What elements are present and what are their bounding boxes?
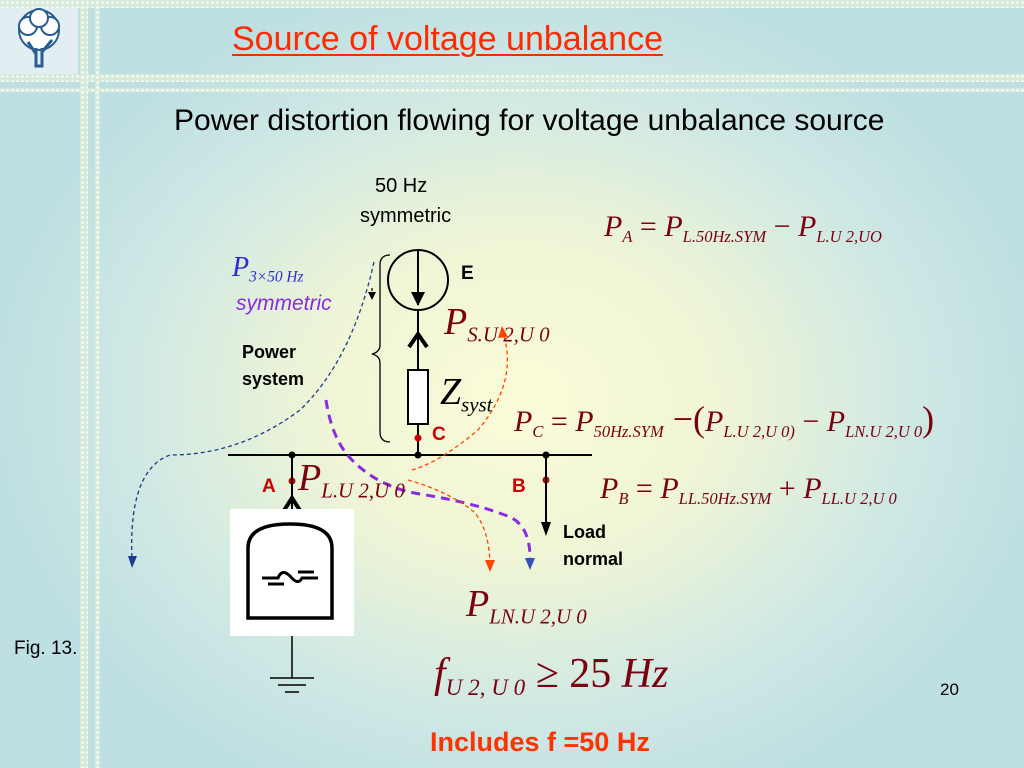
includes-note: Includes f =50 Hz	[430, 727, 650, 757]
load-label-2: normal	[563, 549, 624, 569]
ps-flow-path	[411, 329, 509, 471]
arrow-up-pl	[281, 494, 303, 514]
zsyst-symbol: Zsyst	[440, 371, 493, 417]
left-border-strip-thin	[95, 0, 100, 768]
source-label-type: symmetric	[360, 205, 452, 227]
arrow-up-ps	[407, 330, 429, 349]
top-border-strip	[0, 0, 1024, 8]
figure-label: Fig. 13.	[14, 638, 78, 659]
header-border-strip-thin	[0, 88, 1024, 92]
zsyst-impedance	[407, 369, 429, 425]
load-arrow	[541, 522, 551, 536]
source-label-freq: 50 Hz	[375, 175, 428, 197]
equation-pa: PA = PL.50Hz.SYM − PL.U 2,UO	[604, 210, 882, 246]
page-subtitle: Power distortion flowing for voltage unb…	[174, 104, 885, 137]
load-label-1: Load	[563, 522, 606, 542]
p3-symbol: P3×50 Hz	[232, 252, 304, 286]
header-border-strip	[0, 74, 1024, 82]
power-system-label-2: system	[242, 369, 305, 389]
node-b-label: B	[512, 476, 526, 497]
power-system-brace	[371, 254, 391, 443]
equation-pb: PB = PLL.50Hz.SYM + PLL.U 2,U 0	[600, 472, 897, 508]
pln-symbol: PLN.U 2,U 0	[466, 583, 587, 629]
symmetric-flow-path	[131, 261, 375, 561]
node-a-label: A	[262, 476, 276, 497]
page-number: 20	[940, 680, 959, 699]
node-c-label: C	[432, 424, 446, 445]
left-border-strip	[80, 0, 88, 768]
node-e-label: E	[461, 263, 474, 284]
frequency-equation: fU 2, U 0 ≥ 25 Hz	[434, 651, 669, 701]
pl-symbol: PL.U 2,U 0	[298, 457, 405, 503]
page-title: Source of voltage unbalance	[232, 20, 663, 58]
power-system-label-1: Power	[242, 342, 297, 362]
tree-logo-icon	[18, 8, 60, 68]
pln-flow-path	[407, 479, 491, 569]
purple-flow-path	[324, 399, 532, 559]
node-c-dot	[414, 434, 422, 442]
ps-symbol: PS.U 2,U 0	[444, 301, 550, 347]
p3-caption: symmetric	[236, 292, 332, 315]
equation-pc: PC = P50Hz.SYM −(PL.U 2,U 0) − PLN.U 2,U…	[514, 399, 935, 441]
